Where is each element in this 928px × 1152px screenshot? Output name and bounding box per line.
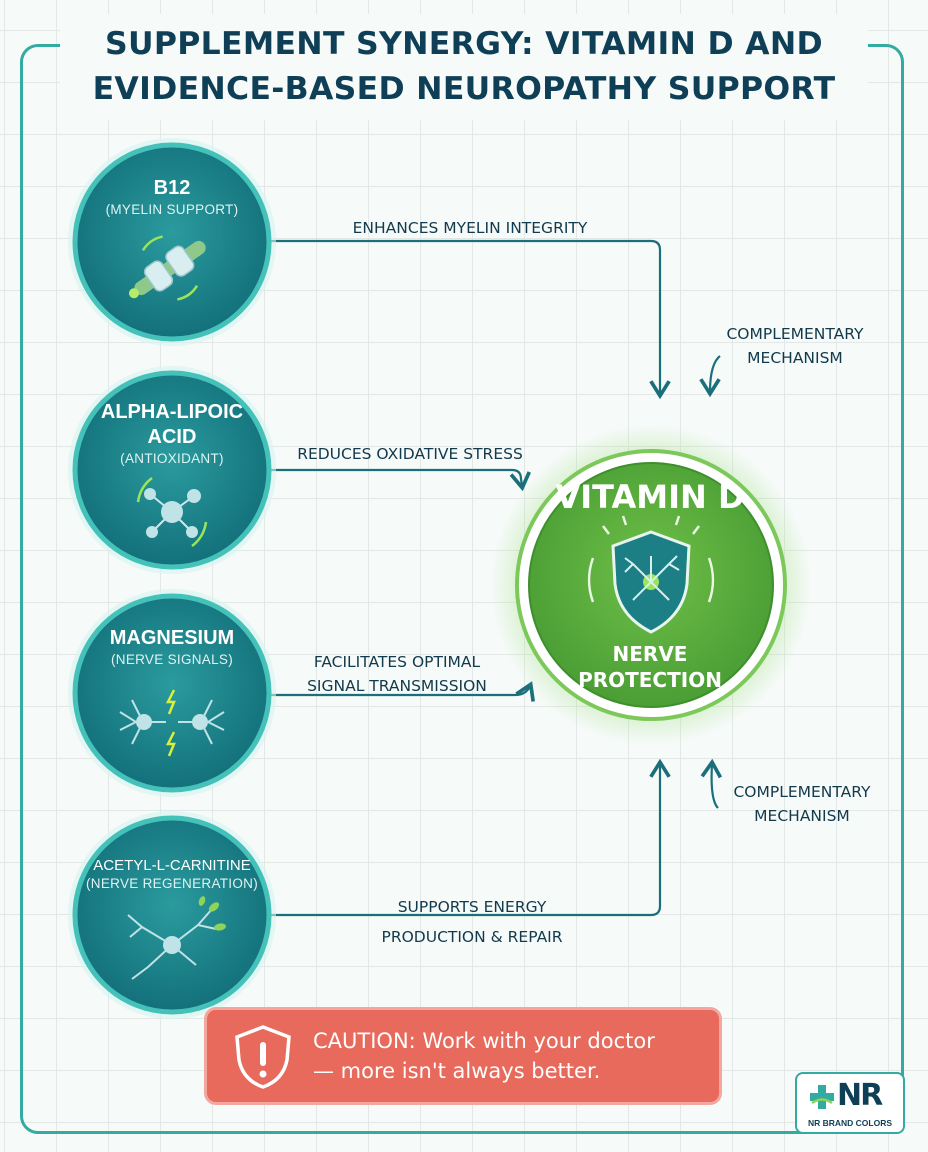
title-line-2: EVIDENCE-BASED NEUROPATHY SUPPORT: [92, 71, 836, 107]
connector-ala: [270, 468, 531, 492]
caution-line-2: — more isn't always better.: [313, 1059, 601, 1083]
node-b12-name: B12: [153, 177, 191, 199]
vitamin-d-subtitle-line-2: PROTECTION: [578, 668, 722, 692]
vitamin-d-subtitle-line-1: NERVE: [612, 642, 688, 666]
node-b12: [68, 138, 276, 346]
label-signal-line-2: SIGNAL TRANSMISSION: [307, 677, 487, 695]
vitamin-d-node: [491, 425, 811, 745]
shield-neuron-icon: [587, 515, 715, 634]
warning-shield-icon: [235, 1025, 291, 1089]
title-band: [60, 14, 868, 120]
side-arrow-bottom: [700, 758, 723, 809]
myelin-sheath-icon: [128, 235, 206, 301]
nerve-regeneration-icon: [127, 896, 226, 980]
node-acetyl-l-carnitine: [68, 811, 276, 1019]
medical-cross-icon: [810, 1085, 834, 1109]
label-reduces-oxidative-stress: REDUCES OXIDATIVE STRESS: [297, 445, 523, 463]
caution-text: CAUTION: Work with your doctor — more is…: [313, 1026, 713, 1086]
side-arrow-top: [699, 355, 721, 398]
node-alcar-name: ACETYL-L-CARNITINE: [93, 857, 251, 874]
node-magnesium-name: MAGNESIUM: [109, 627, 235, 649]
label-complementary-top: COMPLEMENTARY MECHANISM: [726, 325, 864, 367]
page-title: SUPPLEMENT SYNERGY: VITAMIN D AND EVIDEN…: [60, 22, 868, 112]
node-magnesium-text: MAGNESIUM (NERVE SIGNALS): [92, 626, 252, 669]
label-enhances-myelin: ENHANCES MYELIN INTEGRITY: [352, 219, 588, 237]
caution-banner: CAUTION: Work with your doctor — more is…: [204, 1007, 722, 1105]
title-line-1: SUPPLEMENT SYNERGY: VITAMIN D AND: [105, 26, 823, 62]
node-b12-subtitle: (MYELIN SUPPORT): [105, 202, 239, 217]
label-energy-line-2: PRODUCTION & REPAIR: [381, 928, 563, 946]
node-magnesium: [68, 589, 276, 797]
label-signal-transmission: FACILITATES OPTIMAL SIGNAL TRANSMISSION: [286, 650, 508, 698]
node-alcar-subtitle: (NERVE REGENERATION): [85, 876, 259, 891]
node-alcar-text: ACETYL-L-CARNITINE (NERVE REGENERATION): [82, 856, 262, 893]
brand-logo: NR NR BRAND COLORS: [795, 1072, 905, 1134]
connector-b12: [270, 239, 671, 400]
node-ala-text: ALPHA-LIPOIC ACID (ANTIOXIDANT): [92, 400, 252, 468]
label-energy-line-1: SUPPORTS ENERGY: [397, 898, 547, 916]
nerve-signal-icon: [119, 689, 225, 757]
logo-mark: NR: [837, 1078, 883, 1113]
node-ala-subtitle: (ANTIOXIDANT): [120, 451, 224, 466]
logo-text: NR BRAND COLORS: [807, 1118, 893, 1128]
node-magnesium-subtitle: (NERVE SIGNALS): [110, 652, 234, 667]
vitamin-d-title: VITAMIN D: [555, 478, 745, 516]
label-energy-production: SUPPORTS ENERGY PRODUCTION & REPAIR: [352, 892, 592, 952]
node-ala-name-line-1: ALPHA-LIPOIC: [100, 401, 244, 423]
vitamin-d-subtitle: NERVE PROTECTION: [540, 641, 760, 693]
caution-line-1: CAUTION: Work with your doctor: [313, 1029, 655, 1053]
label-complementary-bottom: COMPLEMENTARY MECHANISM: [733, 783, 871, 825]
label-signal-line-1: FACILITATES OPTIMAL: [313, 653, 481, 671]
node-alpha-lipoic-acid: [68, 366, 276, 574]
connector-alcar: [270, 758, 671, 917]
node-ala-name-line-2: ACID: [147, 426, 197, 448]
molecule-icon: [136, 477, 208, 547]
node-b12-text: B12 (MYELIN SUPPORT): [92, 176, 252, 219]
